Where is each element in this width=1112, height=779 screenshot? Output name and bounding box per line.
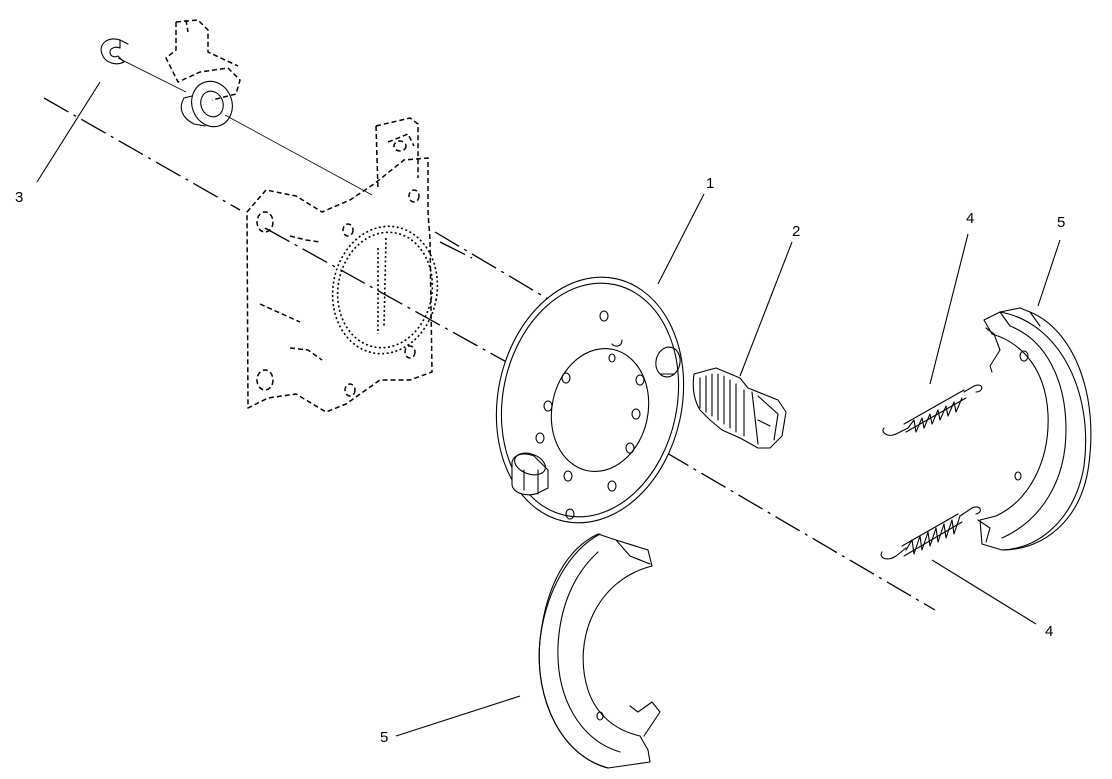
lower-spring [880, 506, 981, 560]
callout-1: 1 [706, 175, 715, 192]
callout-5-lower: 5 [380, 729, 389, 746]
callout-5-right: 5 [1057, 214, 1066, 231]
callout-3: 3 [15, 189, 24, 206]
center-axis [43, 97, 936, 611]
backing-plate [495, 276, 685, 524]
callout-4-upper: 4 [966, 210, 975, 227]
pin-rod [117, 57, 373, 196]
brake-shoe-lower [538, 533, 661, 769]
plate-bore [331, 225, 439, 355]
upper-spring [882, 384, 983, 436]
clip-pin [100, 38, 129, 65]
brake-shoe-right [977, 307, 1092, 551]
callout-4-lower: 4 [1045, 623, 1054, 640]
cam-shaft [692, 367, 787, 449]
callout-2: 2 [792, 223, 801, 240]
mounting-plate [246, 117, 433, 413]
bearing [180, 80, 233, 128]
bearing-bracket [165, 19, 241, 101]
leader-lines [36, 81, 1061, 737]
